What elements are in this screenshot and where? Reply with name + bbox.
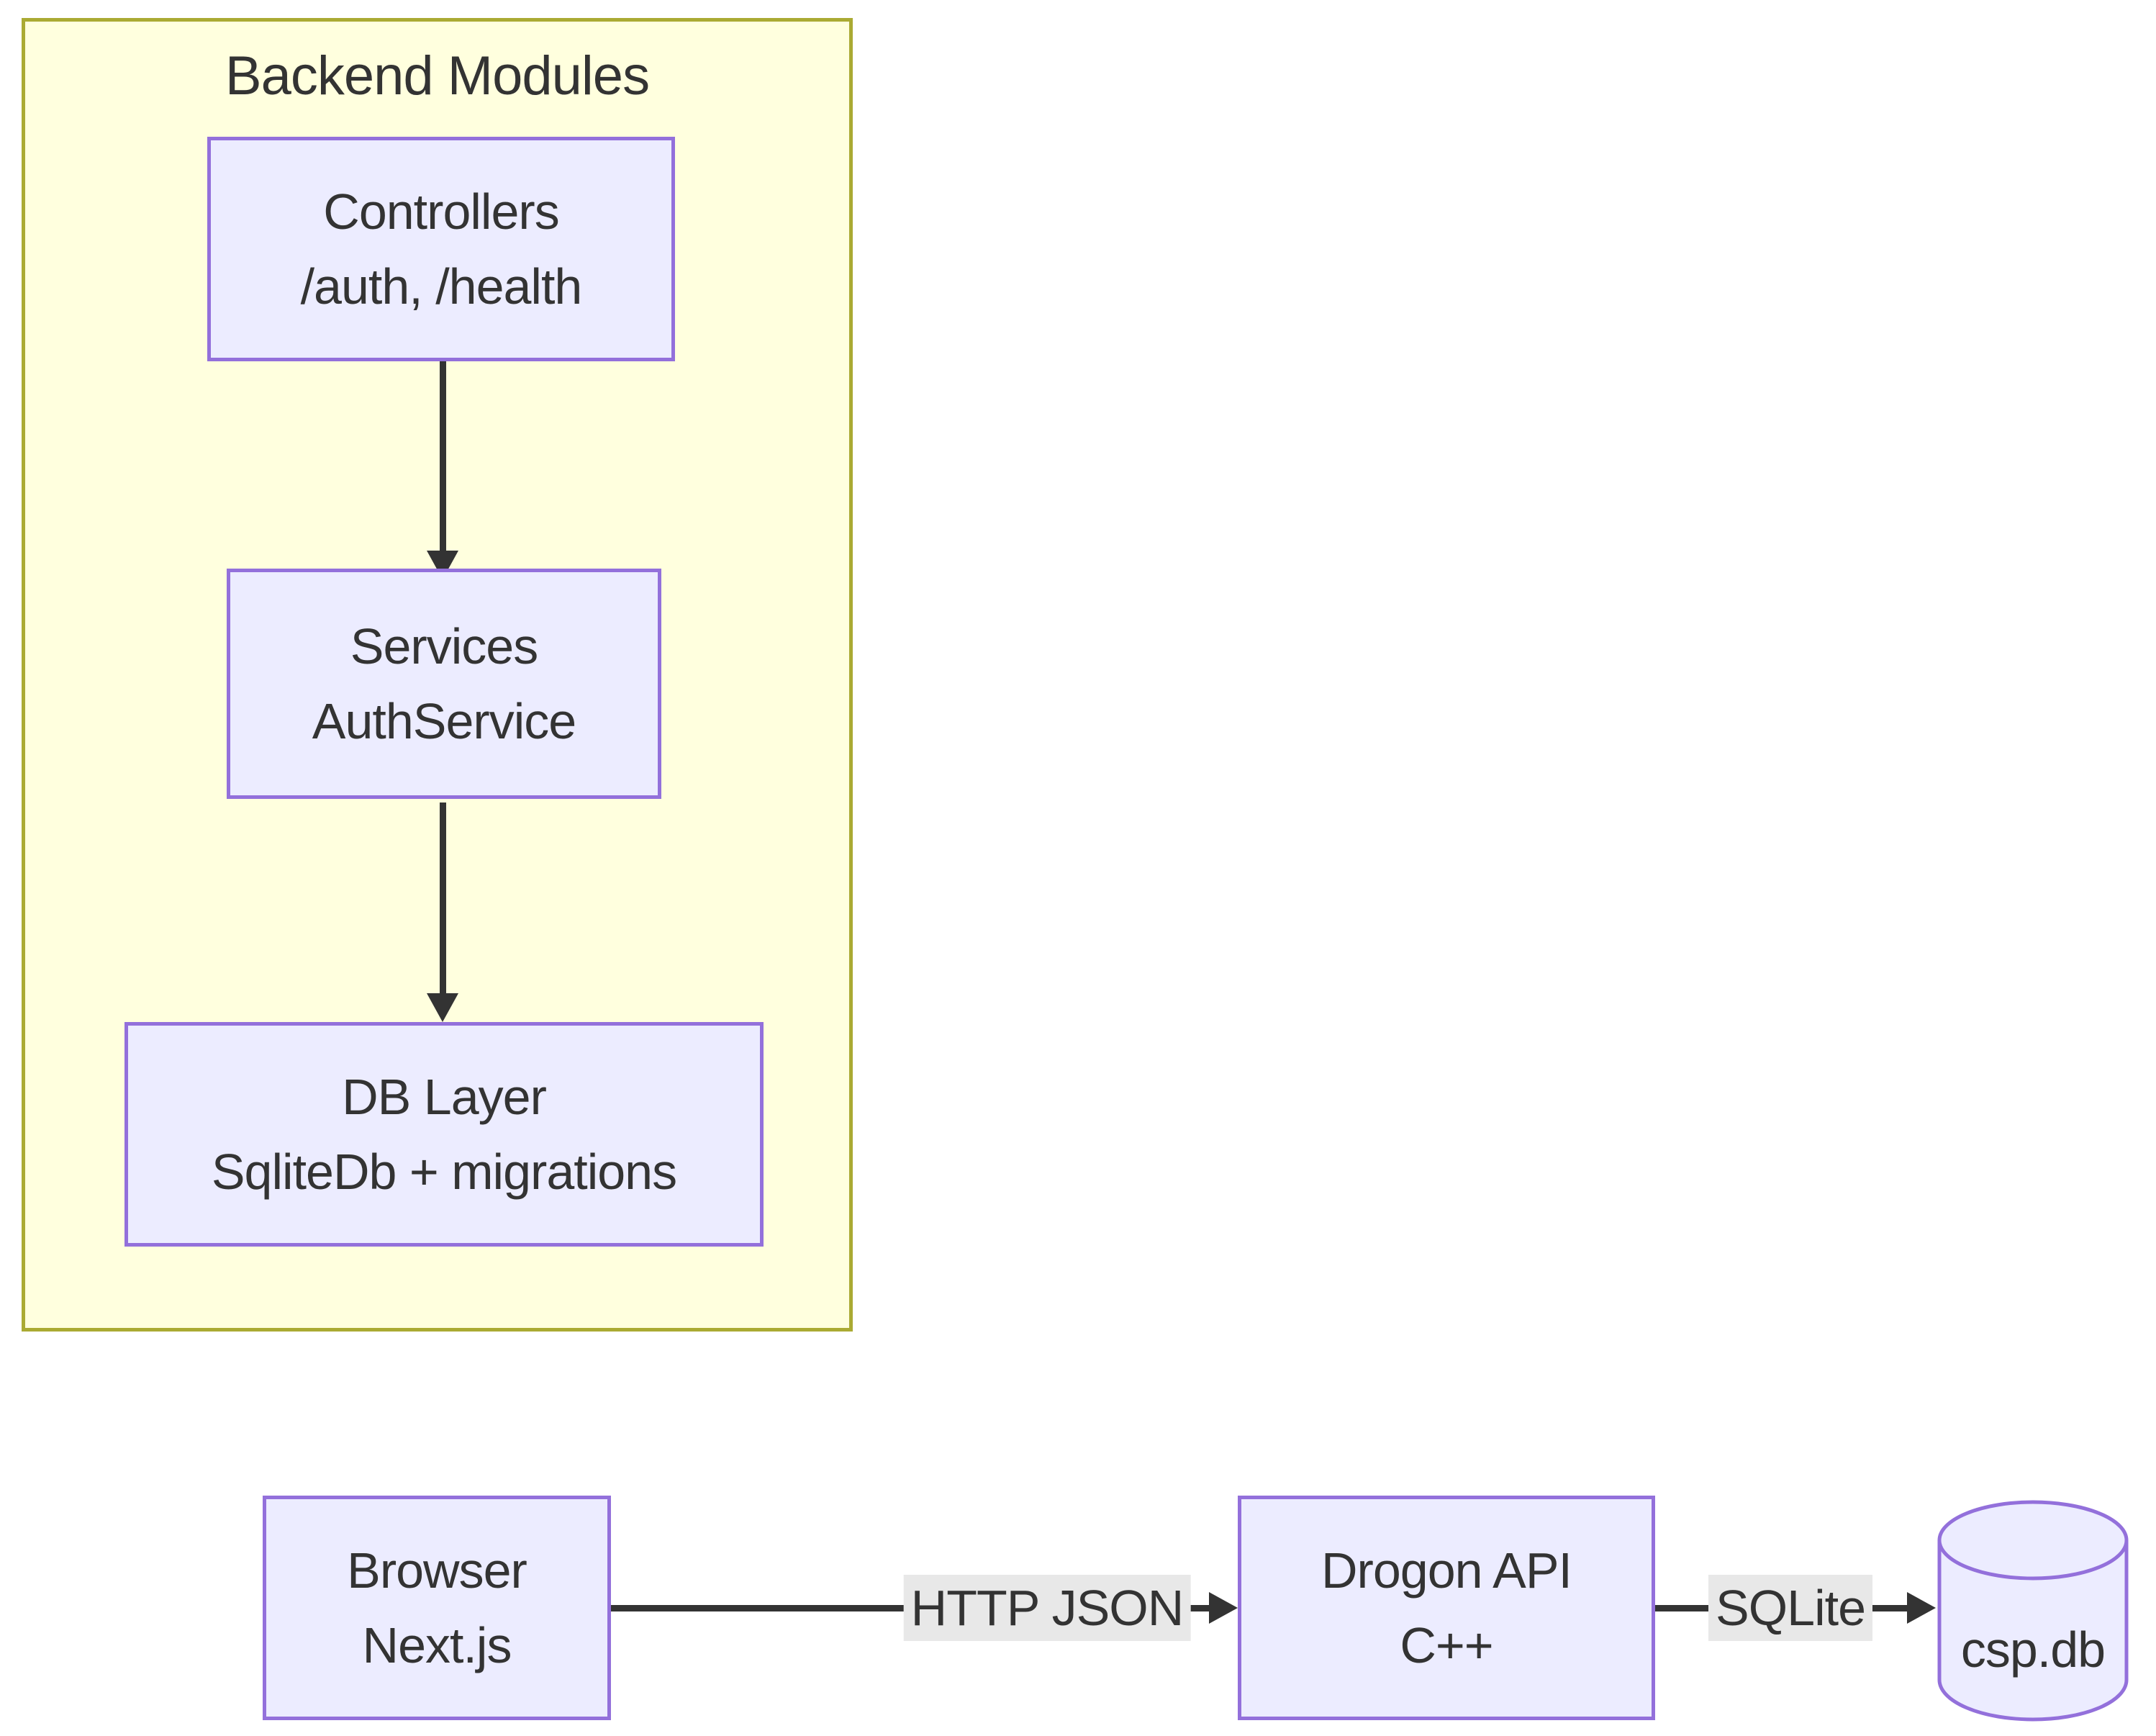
arrowhead-right-icon <box>1209 1592 1238 1624</box>
node-controllers-line2: /auth, /health <box>300 258 583 315</box>
node-drogon-line2: C++ <box>1400 1617 1493 1673</box>
node-db-layer-line1: DB Layer <box>342 1069 547 1125</box>
arrowhead-right-icon <box>1907 1592 1936 1624</box>
node-controllers-line1: Controllers <box>323 184 559 240</box>
node-browser-line2: Next.js <box>362 1617 512 1673</box>
node-services-line2: AuthService <box>312 693 576 749</box>
edge-label-sqlite: SQLite <box>1708 1575 1872 1641</box>
node-drogon-line1: Drogon API <box>1321 1542 1572 1599</box>
node-drogon-api: Drogon API C++ <box>1238 1496 1655 1720</box>
node-db-layer-line2: SqliteDb + migrations <box>211 1144 677 1200</box>
cluster-title: Backend Modules <box>225 45 650 107</box>
node-services: Services AuthService <box>227 569 661 799</box>
node-browser-line1: Browser <box>347 1542 527 1599</box>
node-controllers: Controllers /auth, /health <box>207 137 675 361</box>
node-csp-db-cylinder: csp.db <box>1936 1500 2130 1722</box>
node-services-line1: Services <box>350 618 538 674</box>
node-csp-db-label: csp.db <box>1960 1622 2106 1678</box>
edge-services-to-dblayer-line <box>440 803 446 997</box>
cluster-backend-modules: Backend Modules Controllers /auth, /heal… <box>22 18 853 1332</box>
database-cylinder-icon <box>1937 1500 2129 1722</box>
edge-label-http-json: HTTP JSON <box>903 1575 1191 1641</box>
edge-controllers-to-services-line <box>440 361 446 556</box>
node-db-layer: DB Layer SqliteDb + migrations <box>124 1022 764 1247</box>
node-browser: Browser Next.js <box>263 1496 611 1720</box>
arrowhead-down-icon <box>427 993 458 1022</box>
